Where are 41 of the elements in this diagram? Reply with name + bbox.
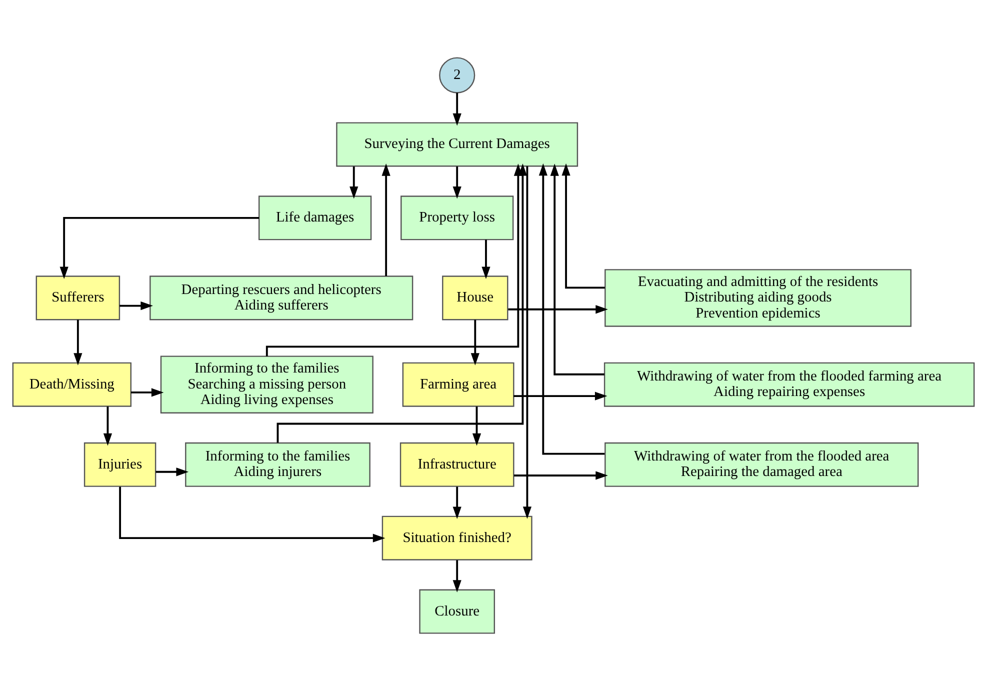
arrow <box>452 486 462 519</box>
arrow <box>60 216 260 279</box>
node-box: Surveying the Current Damages <box>336 122 578 167</box>
arrow <box>562 163 605 289</box>
node-box: Closure <box>419 589 495 634</box>
arrow <box>382 164 390 276</box>
node-box: House <box>442 276 508 320</box>
node-box: Infrastructure <box>400 442 514 487</box>
node-box: Situation finished? <box>382 516 532 560</box>
arrow <box>452 92 462 126</box>
arrow <box>120 301 153 310</box>
arrow <box>452 560 462 592</box>
arrow <box>482 240 490 280</box>
arrow <box>514 471 608 480</box>
node-box: Withdrawing of water from the flooded farming area Aiding repairing expenses <box>604 362 975 407</box>
node-box: Informing to the families Searching a missing person Aiding living expenses <box>160 356 374 414</box>
arrow <box>452 166 462 199</box>
arrow <box>472 406 482 446</box>
arrow <box>156 468 189 476</box>
node-box: Life damages <box>258 196 372 240</box>
node-box: Injuries <box>84 442 156 487</box>
node-box: Informing to the families Aiding injurers <box>185 442 370 487</box>
arrow <box>350 166 358 199</box>
arrow <box>103 406 112 446</box>
node-box: Evacuating and admitting of the residents Distributing aiding goods Prevention epidemics <box>604 269 912 327</box>
arrow <box>74 320 82 366</box>
arrow <box>508 305 608 314</box>
node-box: Sufferers <box>36 276 120 320</box>
node-box: Departing rescuers and helicopters Aiding sufferers <box>150 276 414 320</box>
arrow <box>550 164 604 376</box>
arrow <box>470 320 480 366</box>
node-box: Property loss <box>400 196 514 240</box>
arrow <box>538 163 605 455</box>
node-box: Farming area <box>402 362 514 407</box>
arrow <box>522 166 532 519</box>
arrow <box>514 392 608 400</box>
node-box: Withdrawing of water from the flooded area Repairing the damaged area <box>604 442 919 487</box>
arrow <box>130 388 164 397</box>
node-circle: 2 <box>439 57 476 94</box>
node-box: Death/Missing <box>12 362 132 407</box>
arrow <box>119 486 386 542</box>
